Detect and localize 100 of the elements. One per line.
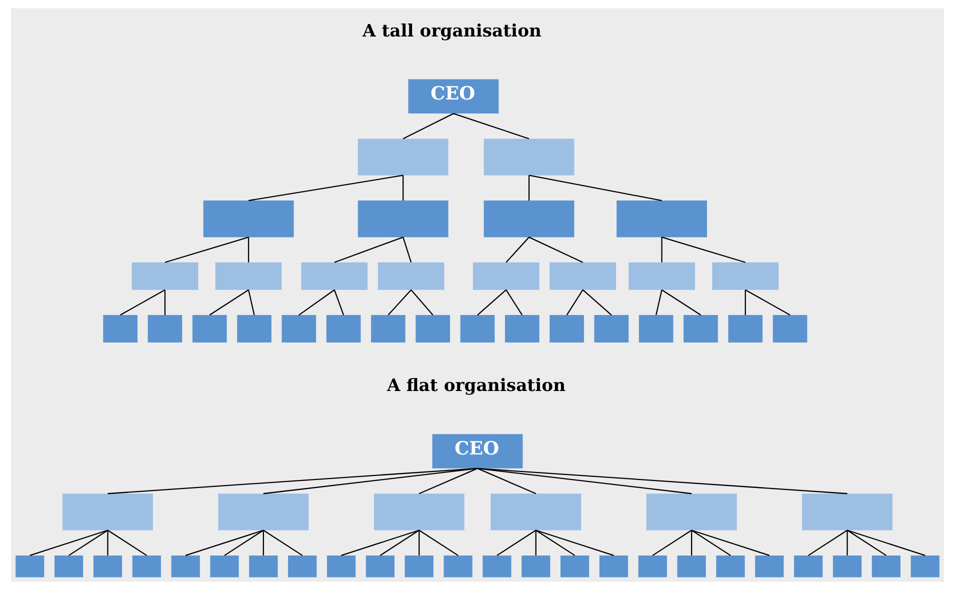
- node-box: [132, 555, 160, 578]
- connector: [120, 289, 165, 316]
- connector: [402, 175, 404, 201]
- connector: [106, 530, 146, 556]
- node-box: [377, 262, 444, 290]
- node-box: [357, 200, 448, 238]
- node-box: [646, 494, 736, 530]
- connector: [379, 530, 419, 556]
- node-box: [170, 555, 200, 578]
- connector: [535, 530, 614, 556]
- node-box: [716, 555, 744, 578]
- connector: [224, 530, 264, 556]
- connector: [418, 468, 478, 494]
- node-box: [616, 200, 707, 238]
- node-box: [92, 555, 122, 578]
- node-box: [483, 200, 574, 238]
- node-box: [370, 315, 405, 342]
- connector: [505, 290, 522, 316]
- connector: [808, 530, 848, 556]
- node-box: [214, 262, 282, 290]
- node-box: [404, 555, 433, 578]
- connector: [846, 530, 886, 556]
- connector: [107, 468, 478, 494]
- connector: [298, 289, 334, 316]
- node-box: [910, 555, 939, 578]
- node-box: [794, 555, 822, 578]
- node-box: [131, 262, 198, 290]
- label: A tall organisation: [362, 21, 542, 42]
- connector: [476, 468, 692, 494]
- node-box: [482, 555, 511, 578]
- connector: [402, 113, 454, 140]
- node-box: [549, 315, 584, 342]
- connector: [164, 290, 166, 316]
- connector: [262, 468, 478, 494]
- node-box: [210, 555, 238, 578]
- connector: [164, 236, 248, 263]
- connector: [29, 530, 108, 556]
- node-box: [357, 138, 448, 176]
- connector: [410, 289, 433, 316]
- connector: [68, 530, 108, 556]
- node-box: [772, 315, 807, 342]
- node-box: [147, 315, 182, 342]
- connector: [661, 289, 701, 316]
- connector: [262, 530, 264, 556]
- node-box: [326, 315, 360, 342]
- node-box: [460, 315, 494, 342]
- node-box: [472, 262, 539, 290]
- node-box: [549, 262, 616, 290]
- connector: [418, 530, 420, 556]
- connector: [333, 290, 344, 316]
- node-box: [504, 315, 539, 342]
- node-box: [638, 555, 666, 578]
- connector: [661, 236, 746, 263]
- node-box: [754, 555, 784, 578]
- node-box: [443, 555, 472, 578]
- node-box: [871, 555, 900, 578]
- node-box: [483, 138, 574, 176]
- connector: [744, 289, 790, 316]
- node-box: [415, 315, 450, 342]
- connector: [690, 530, 692, 556]
- connector: [534, 530, 536, 556]
- node-box: [832, 555, 862, 578]
- connector: [660, 237, 662, 262]
- connector: [106, 530, 108, 556]
- connector: [690, 530, 730, 556]
- node-box: [281, 315, 316, 342]
- node-box: [598, 555, 628, 578]
- node-box: [365, 555, 394, 578]
- node-box: [192, 315, 226, 342]
- node-box: [373, 494, 464, 530]
- node-box: [202, 200, 294, 238]
- connector: [505, 236, 529, 263]
- node-box: [236, 315, 271, 342]
- connector: [476, 289, 506, 316]
- node-box: [560, 555, 589, 578]
- connector: [247, 237, 249, 262]
- node-box: [15, 555, 44, 578]
- connector: [652, 530, 692, 556]
- node-box: [288, 555, 316, 578]
- node-box: [638, 315, 673, 342]
- node-box: [300, 262, 368, 290]
- connector: [655, 290, 662, 316]
- connector: [846, 530, 925, 556]
- label: A flat organisation: [386, 376, 566, 396]
- connector: [535, 530, 575, 556]
- connector: [690, 530, 770, 556]
- node-box: [54, 555, 83, 578]
- node-box: [802, 494, 892, 530]
- connector: [208, 289, 248, 316]
- connector: [476, 468, 847, 494]
- node-box: [248, 555, 278, 578]
- node-box: [628, 262, 694, 290]
- connector: [184, 530, 264, 556]
- connector: [846, 530, 848, 556]
- connector: [496, 530, 536, 556]
- connector: [452, 113, 529, 140]
- connector: [528, 174, 662, 202]
- connector: [566, 290, 583, 316]
- node-box: CEO: [432, 434, 522, 468]
- connector: [387, 289, 412, 316]
